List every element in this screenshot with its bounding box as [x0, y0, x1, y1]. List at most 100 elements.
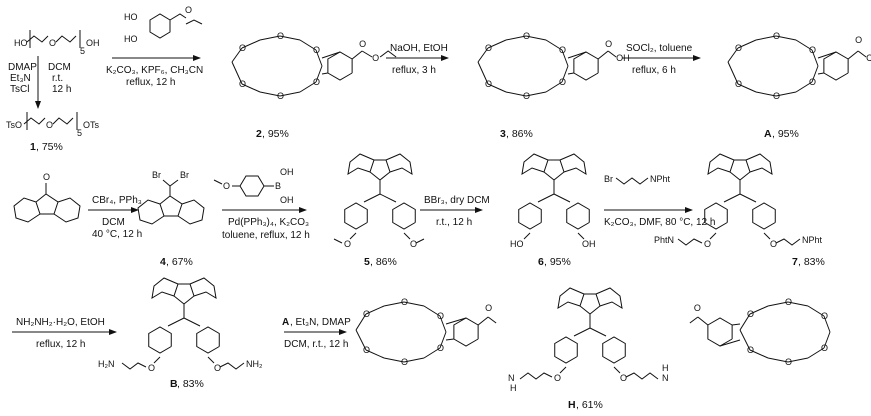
svg-text:1: 1 [30, 141, 36, 153]
bond [755, 91, 777, 97]
atom-label: O [401, 357, 408, 367]
svg-text:DCM, r.t., 12 h: DCM, r.t., 12 h [284, 339, 348, 350]
atom-label: O [747, 345, 754, 355]
bond [383, 357, 405, 363]
atom-label: O [485, 43, 492, 53]
bond [415, 238, 425, 244]
svg-text:SOCl₂, toluene: SOCl₂, toluene [626, 43, 693, 54]
bond [737, 83, 757, 93]
bond [355, 329, 367, 351]
peg-diol: HO O 5 OH [14, 30, 100, 56]
svg-text:Br: Br [152, 170, 161, 180]
compound-6-yield: , 95% [544, 256, 571, 268]
atom-label: O [437, 311, 444, 321]
compound-1: TsO O 5 OTs 1 , 75% [6, 112, 100, 153]
bond [589, 327, 607, 337]
bond [567, 72, 574, 75]
svg-text:reflux, 6 h: reflux, 6 h [632, 65, 676, 76]
compound-4: Br Br 4 , 67% [137, 170, 205, 268]
atom-label: O [773, 91, 780, 101]
bond [723, 193, 741, 203]
bond [807, 347, 825, 359]
bond [823, 51, 849, 81]
svg-text:Br: Br [604, 174, 613, 184]
atom-label: O [855, 35, 862, 45]
svg-text:r.t., 12 h: r.t., 12 h [436, 217, 472, 228]
bromopropyl-phthalimide: Br NPht [604, 174, 671, 185]
bond [349, 232, 357, 240]
atom-label: H [662, 363, 669, 373]
bond [857, 50, 867, 58]
bond [299, 81, 317, 93]
bond [383, 301, 405, 307]
bond [707, 153, 735, 175]
bond [739, 193, 757, 203]
step-6: Pd(PPh₃)₄, K₂CO₃ toluene, reflux, 12 h [222, 207, 310, 241]
bond [525, 91, 547, 97]
bond [519, 372, 553, 380]
compound-2-yield: , 95% [262, 128, 289, 140]
bond [823, 315, 831, 333]
atom-label: O [735, 79, 742, 89]
bond [557, 287, 585, 309]
bond [392, 202, 416, 230]
bond [704, 202, 728, 230]
atom-label: O [401, 297, 408, 307]
bond [537, 193, 555, 203]
svg-text:A: A [282, 317, 289, 328]
bond [602, 336, 626, 364]
methoxyphenylboronic-acid: O B OH OH [213, 167, 294, 205]
bond [775, 91, 797, 97]
atom-label: O [359, 39, 366, 49]
atom-label: O [559, 45, 566, 55]
atom-label: O [363, 345, 370, 355]
atom-label: O [605, 39, 612, 49]
svg-text:5: 5 [80, 46, 85, 56]
bond [379, 193, 397, 203]
svg-text:, Et₃N, DMAP: , Et₃N, DMAP [290, 317, 351, 328]
bond [613, 366, 621, 374]
atom-label: O [785, 357, 792, 367]
bond [787, 301, 809, 307]
bond [279, 35, 301, 41]
compound-3-yield: , 86% [506, 128, 533, 140]
svg-text:OTs: OTs [83, 120, 100, 130]
step-3: NaOH, EtOH reflux, 3 h [386, 43, 449, 76]
atom-label: O [239, 43, 246, 53]
atom-label: O [277, 31, 284, 41]
bond [231, 47, 243, 63]
atom-label: O [485, 303, 492, 313]
atom-label: O [559, 77, 566, 87]
atom-label: N [508, 373, 515, 383]
bond [807, 305, 825, 317]
bond [173, 283, 195, 305]
bond [749, 349, 769, 359]
bond [523, 232, 531, 240]
atom-label: O [277, 91, 284, 101]
svg-text:HO: HO [124, 12, 138, 22]
svg-text:K₂CO₃, DMF, 80 °C, 12 h: K₂CO₃, DMF, 80 °C, 12 h [604, 217, 715, 228]
bond [355, 313, 367, 331]
bond [487, 316, 497, 324]
bond [727, 61, 739, 85]
svg-text:B: B [275, 181, 281, 191]
bond [121, 362, 147, 370]
svg-text:reflux, 12 h: reflux, 12 h [36, 339, 85, 350]
svg-text:, 67%: , 67% [166, 256, 193, 268]
bond [423, 347, 441, 359]
bond [505, 35, 527, 41]
bond [745, 153, 773, 175]
bond [811, 65, 819, 83]
compound-A-crown: OOOOOOOCl [727, 31, 871, 101]
bond [755, 35, 777, 41]
bond [817, 72, 824, 75]
atom-label: O [770, 239, 777, 249]
atom-label: H₂N [98, 359, 115, 369]
atom-label: O [821, 311, 828, 321]
atom-label: O [410, 239, 417, 249]
svg-text:Et₃N: Et₃N [10, 73, 31, 84]
